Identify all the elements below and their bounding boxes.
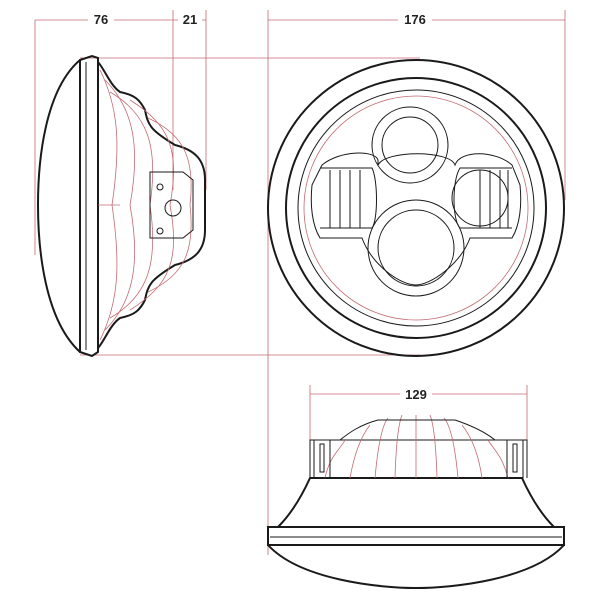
dim-front-diameter: 176 xyxy=(404,12,426,27)
left-reflector xyxy=(320,167,377,229)
dimension-labels: 76 21 176 129 xyxy=(88,11,432,402)
front-view xyxy=(267,59,565,357)
bottom-view xyxy=(267,414,565,590)
dim-side-depth: 76 xyxy=(94,12,108,27)
dim-bracket-depth: 21 xyxy=(183,12,197,27)
dim-housing-width: 129 xyxy=(405,387,427,402)
dimension-lines xyxy=(34,10,566,555)
right-reflector xyxy=(451,167,512,229)
side-view xyxy=(36,54,206,358)
